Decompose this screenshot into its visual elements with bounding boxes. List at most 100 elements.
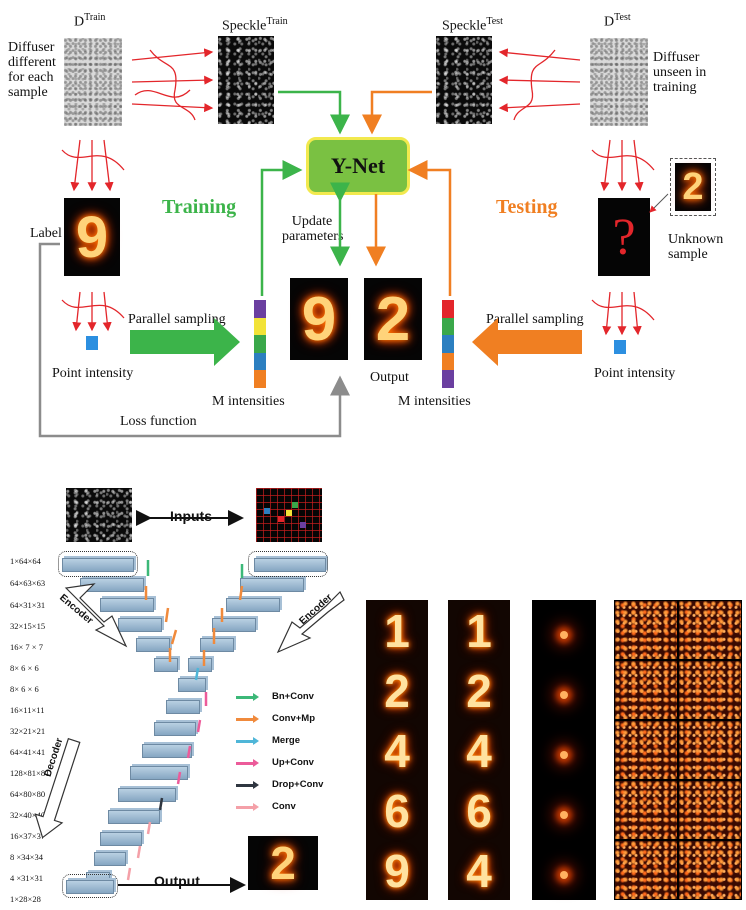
diffuser-train-image xyxy=(64,38,122,126)
output-image: 2 xyxy=(364,278,422,360)
legend-arrow xyxy=(236,759,259,767)
result-2-digit-4: 6 xyxy=(466,785,492,837)
speckle-result-cell xyxy=(678,600,742,660)
speckle-train-label: SpeckleTrain xyxy=(222,16,288,34)
layer-block xyxy=(226,598,280,612)
speckle-result-cell xyxy=(678,840,742,900)
output-block-outline xyxy=(62,874,118,898)
legend-label: Up+Conv xyxy=(272,757,314,768)
dim-label: 16×37×37 xyxy=(10,831,46,841)
legend-label: Conv+Mp xyxy=(272,713,316,724)
unknown-question-image: ? xyxy=(598,198,650,276)
layer-block xyxy=(200,638,234,652)
layer-block xyxy=(100,832,142,846)
d-test-label: DTest xyxy=(604,12,631,30)
input-block-outline-right xyxy=(248,551,328,577)
focus-spot-2 xyxy=(532,686,596,704)
layer-block xyxy=(154,658,178,672)
legend-arrow xyxy=(236,715,259,723)
speckle-test-image xyxy=(436,36,492,124)
dim-label: 32×21×21 xyxy=(10,726,46,736)
dim-label: 16×11×11 xyxy=(10,705,45,715)
training-label: Training xyxy=(162,196,237,218)
dim-label: 64×31×31 xyxy=(10,600,46,610)
result-1-digit-5: 9 xyxy=(384,845,410,897)
result-1-digit-1: 1 xyxy=(384,605,410,657)
dim-label: 8 ×34×34 xyxy=(10,852,43,862)
unknown-sample-image: 2 xyxy=(675,163,711,211)
d-train-label: DTrain xyxy=(74,12,106,30)
layer-block xyxy=(154,722,196,736)
net-output-label: Output xyxy=(154,873,200,889)
layer-block xyxy=(118,618,162,632)
dim-label: 8× 6 × 6 xyxy=(10,663,39,673)
layer-block xyxy=(142,744,192,758)
legend-arrow xyxy=(236,803,259,811)
input-speckle-image xyxy=(66,488,132,542)
result-2-digit-5: 4 xyxy=(466,845,492,897)
dim-label: 64×80×80 xyxy=(10,789,46,799)
point-intensity-left: Point intensity xyxy=(52,366,134,381)
layer-block xyxy=(178,678,206,692)
dim-label: 1×64×64 xyxy=(10,556,41,566)
input-grid-image xyxy=(256,488,322,542)
loss-function-label: Loss function xyxy=(120,414,197,429)
speckle-result-cell xyxy=(614,840,678,900)
m-intensities-right: M intensities xyxy=(398,394,471,409)
layer-block xyxy=(166,700,200,714)
speckle-result-cell xyxy=(614,660,678,720)
dim-label: 64×63×63 xyxy=(10,578,46,588)
result-1-digit-2: 2 xyxy=(384,665,410,717)
m-intensities-left: M intensities xyxy=(212,394,285,409)
focus-spot-3 xyxy=(532,746,596,764)
m-strip-right xyxy=(442,300,454,388)
dim-label: 1×28×28 xyxy=(10,894,41,904)
top-connectors xyxy=(38,48,669,438)
result-1-digit-4: 6 xyxy=(384,785,410,837)
parallel-sampling-left: Parallel sampling xyxy=(128,312,226,327)
m-strip-left xyxy=(254,300,266,388)
legend-arrow xyxy=(236,781,259,789)
output-label: Output xyxy=(370,370,409,385)
point-intensity-right: Point intensity xyxy=(594,366,676,381)
layer-block xyxy=(136,638,170,652)
layer-block xyxy=(94,852,126,866)
speckle-test-label: SpeckleTest xyxy=(442,16,503,34)
results-col-3 xyxy=(532,600,596,900)
result-2-digit-1: 1 xyxy=(466,605,492,657)
layer-block xyxy=(80,578,144,592)
result-2-digit-3: 4 xyxy=(466,725,492,777)
layer-block xyxy=(66,880,114,894)
legend-arrow xyxy=(236,693,259,701)
legend-label: Merge xyxy=(272,735,300,746)
results-col-2: 1 2 4 6 4 xyxy=(448,600,510,900)
result-2-digit-2: 2 xyxy=(466,665,492,717)
speckle-result-cell xyxy=(614,600,678,660)
parallel-sampling-right: Parallel sampling xyxy=(486,312,584,327)
layer-block xyxy=(188,658,212,672)
layer-block xyxy=(100,598,154,612)
dim-label: 32×15×15 xyxy=(10,621,46,631)
label-digit-image: 9 xyxy=(64,198,120,276)
speckle-result-cell xyxy=(614,780,678,840)
diffuser-test-image xyxy=(590,38,648,126)
net-output-image: 2 xyxy=(248,836,318,890)
focus-spot-4 xyxy=(532,806,596,824)
dim-label: 16× 7 × 7 xyxy=(10,642,43,652)
legend-label: Conv xyxy=(272,801,296,812)
dim-label: 4 ×31×31 xyxy=(10,873,43,883)
dim-label: 64×41×41 xyxy=(10,747,46,757)
point-right-square xyxy=(614,340,626,354)
focus-spot-1 xyxy=(532,626,596,644)
dim-label: 128×81×81 xyxy=(10,768,50,778)
layer-block xyxy=(108,810,160,824)
speckle-train-image xyxy=(218,36,274,124)
layer-block xyxy=(62,558,134,572)
speckle-result-cell xyxy=(678,780,742,840)
dim-label: 8× 6 × 6 xyxy=(10,684,39,694)
unknown-sample-frame: 2 xyxy=(670,158,716,216)
